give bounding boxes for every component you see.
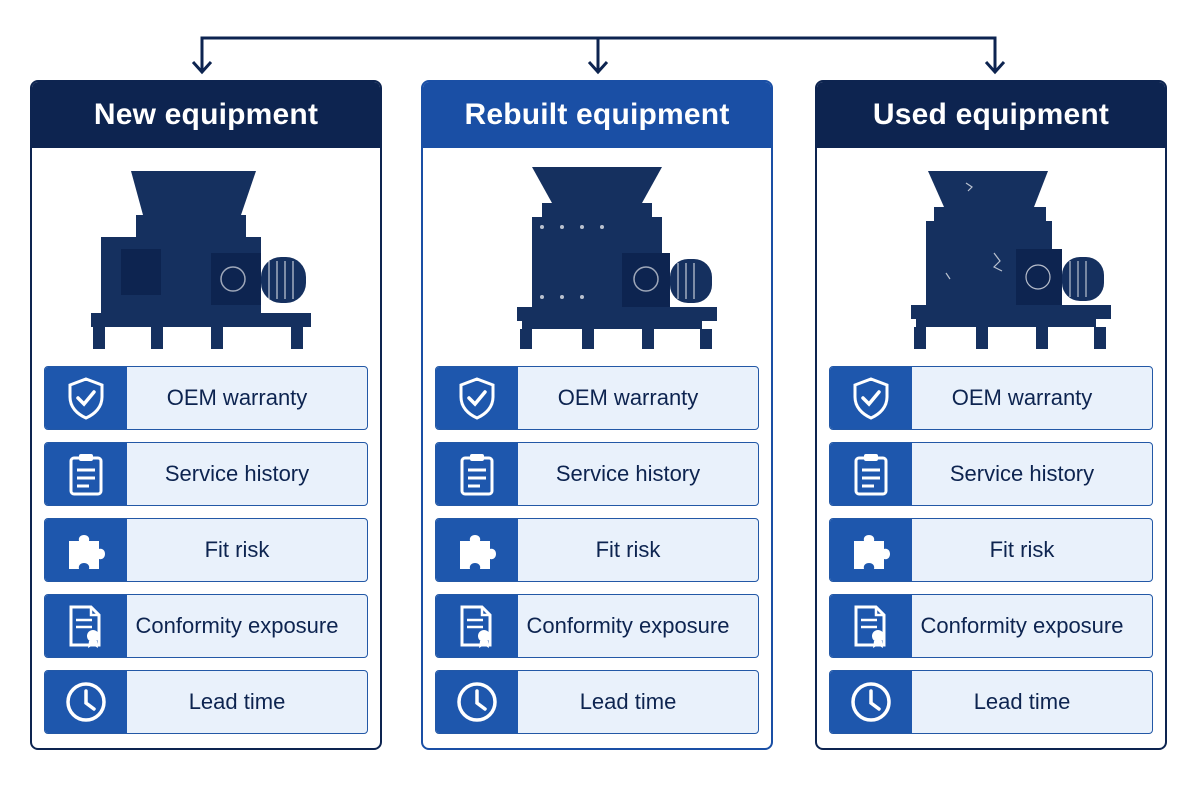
feature-row-lead-time: Lead time <box>829 670 1153 734</box>
feature-label: Service history <box>949 461 1095 486</box>
card-title: Used equipment <box>817 82 1165 148</box>
clock-icon <box>45 671 127 733</box>
feature-row-fit-risk: Fit risk <box>829 518 1153 582</box>
feature-label: Fit risk <box>595 537 661 562</box>
feature-label: Service history <box>555 461 701 486</box>
puzzle-piece-icon <box>45 519 127 581</box>
feature-row-oem-warranty: OEM warranty <box>435 366 759 430</box>
used-equipment-card: Used equipment <box>815 80 1167 750</box>
feature-row-lead-time: Lead time <box>435 670 759 734</box>
shield-check-icon <box>436 367 518 429</box>
feature-row-conformity-exposure: Conformity exposure <box>435 594 759 658</box>
card-title: Rebuilt equipment <box>423 82 771 148</box>
certificate-document-icon <box>436 595 518 657</box>
card-title: New equipment <box>32 82 380 148</box>
clipboard-icon <box>45 443 127 505</box>
shield-check-icon <box>45 367 127 429</box>
feature-row-lead-time: Lead time <box>44 670 368 734</box>
new-equipment-card: New equipment <box>30 80 382 750</box>
feature-row-oem-warranty: OEM warranty <box>44 366 368 430</box>
feature-label: Conformity exposure <box>526 613 730 638</box>
feature-label: Fit risk <box>989 537 1055 562</box>
feature-row-service-history: Service history <box>44 442 368 506</box>
feature-row-fit-risk: Fit risk <box>435 518 759 582</box>
puzzle-piece-icon <box>436 519 518 581</box>
shredder-machine-icon <box>32 148 380 358</box>
feature-row-conformity-exposure: Conformity exposure <box>829 594 1153 658</box>
feature-row-oem-warranty: OEM warranty <box>829 366 1153 430</box>
shredder-machine-icon <box>817 148 1165 358</box>
feature-label: OEM warranty <box>166 385 308 410</box>
clipboard-icon <box>830 443 912 505</box>
shield-check-icon <box>830 367 912 429</box>
shredder-machine-icon <box>423 148 771 358</box>
feature-row-service-history: Service history <box>435 442 759 506</box>
feature-label: Lead time <box>188 689 286 714</box>
feature-row-fit-risk: Fit risk <box>44 518 368 582</box>
feature-label: Conformity exposure <box>135 613 339 638</box>
clock-icon <box>830 671 912 733</box>
feature-label: OEM warranty <box>557 385 699 410</box>
feature-label: Lead time <box>973 689 1071 714</box>
feature-label: OEM warranty <box>951 385 1093 410</box>
connector-arrows <box>191 36 1006 75</box>
feature-label: Conformity exposure <box>920 613 1124 638</box>
feature-label: Service history <box>164 461 310 486</box>
feature-label: Lead time <box>579 689 677 714</box>
feature-row-conformity-exposure: Conformity exposure <box>44 594 368 658</box>
feature-row-service-history: Service history <box>829 442 1153 506</box>
feature-label: Fit risk <box>204 537 270 562</box>
rebuilt-equipment-card: Rebuilt equipment <box>421 80 773 750</box>
certificate-document-icon <box>830 595 912 657</box>
certificate-document-icon <box>45 595 127 657</box>
clipboard-icon <box>436 443 518 505</box>
puzzle-piece-icon <box>830 519 912 581</box>
clock-icon <box>436 671 518 733</box>
